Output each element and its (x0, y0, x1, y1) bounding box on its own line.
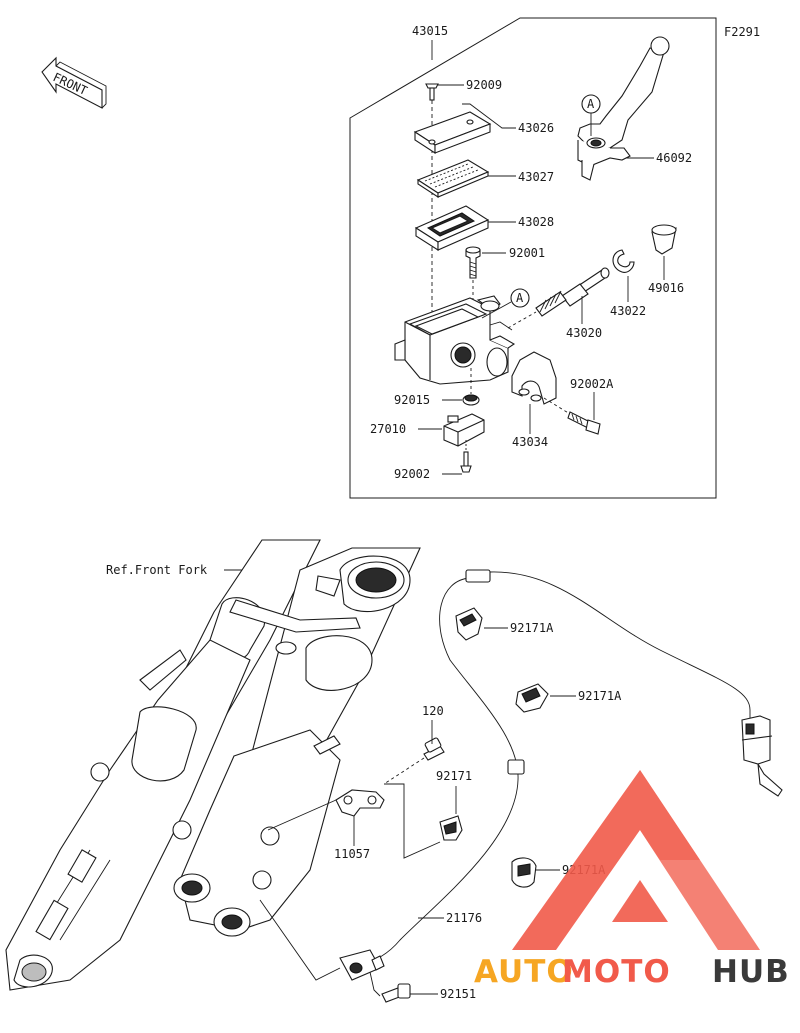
label-92001: 92001 (509, 246, 545, 260)
label-43022: 43022 (610, 304, 646, 318)
diaphragm-plate-43027 (416, 159, 490, 199)
svg-text:A: A (516, 291, 524, 305)
label-43026: 43026 (518, 121, 554, 135)
automotohub-watermark-logo (512, 770, 760, 950)
label-92009: 92009 (466, 78, 502, 92)
label-21176: 21176 (446, 911, 482, 925)
clamp-holder-43034 (511, 351, 557, 405)
bracket-11057 (335, 789, 385, 817)
label-27010: 27010 (370, 422, 406, 436)
master-cylinder-body (394, 295, 516, 385)
clamp-92171a-2 (515, 683, 549, 713)
svg-text:A: A (587, 97, 595, 111)
bolt-120 (383, 737, 445, 785)
ref-marker-a-body: A (481, 288, 530, 319)
clamp-92171a-1 (455, 607, 483, 641)
label-43020: 43020 (566, 326, 602, 340)
brake-switch-27010 (443, 413, 485, 447)
reservoir-cap-43026 (413, 111, 492, 155)
washer-92015 (462, 368, 480, 406)
dust-boot-49016 (651, 224, 677, 255)
label-92151: 92151 (440, 987, 476, 1001)
label-43034: 43034 (512, 435, 548, 449)
assembly-leader-lines (259, 783, 441, 997)
front-direction-tag: FRONT (41, 56, 107, 109)
sensor-lead-21176 (339, 569, 783, 981)
label-11057: 11057 (334, 847, 370, 861)
label-43027: 43027 (518, 170, 554, 184)
diagram-code: F2291 (724, 25, 760, 39)
watermark-word-hub: HUB (712, 954, 790, 990)
label-92015: 92015 (394, 393, 430, 407)
bolt-92002a (543, 397, 601, 435)
label-49016: 49016 (648, 281, 684, 295)
label-92171a-2: 92171A (578, 689, 622, 703)
label-92171a-1: 92171A (510, 621, 554, 635)
front-fork (5, 539, 421, 991)
master-cylinder-assembly-box (349, 17, 717, 499)
label-43015: 43015 (412, 24, 448, 38)
clamp-92171a-3 (511, 857, 537, 888)
label-43028: 43028 (518, 215, 554, 229)
diaphragm-43028 (414, 205, 490, 252)
screw-92009 (425, 83, 439, 101)
ref-front-fork-label: Ref.Front Fork (106, 563, 208, 577)
bolt-92151 (381, 983, 411, 1003)
brake-lever-46092 (577, 36, 670, 181)
screw-92002 (460, 440, 472, 473)
label-92171: 92171 (436, 769, 472, 783)
bolt-92001 (465, 246, 481, 279)
ref-marker-a-lever: A (581, 94, 601, 136)
watermark-word-moto: MOTO (562, 954, 671, 990)
label-92002a: 92002A (570, 377, 614, 391)
clamp-92171 (439, 815, 463, 841)
piston-kit-43020 (507, 267, 610, 329)
label-46092: 46092 (656, 151, 692, 165)
label-120: 120 (422, 704, 444, 718)
label-92002: 92002 (394, 467, 430, 481)
circlip-43022 (612, 249, 635, 273)
watermark-word-auto: AUTO (474, 954, 574, 990)
